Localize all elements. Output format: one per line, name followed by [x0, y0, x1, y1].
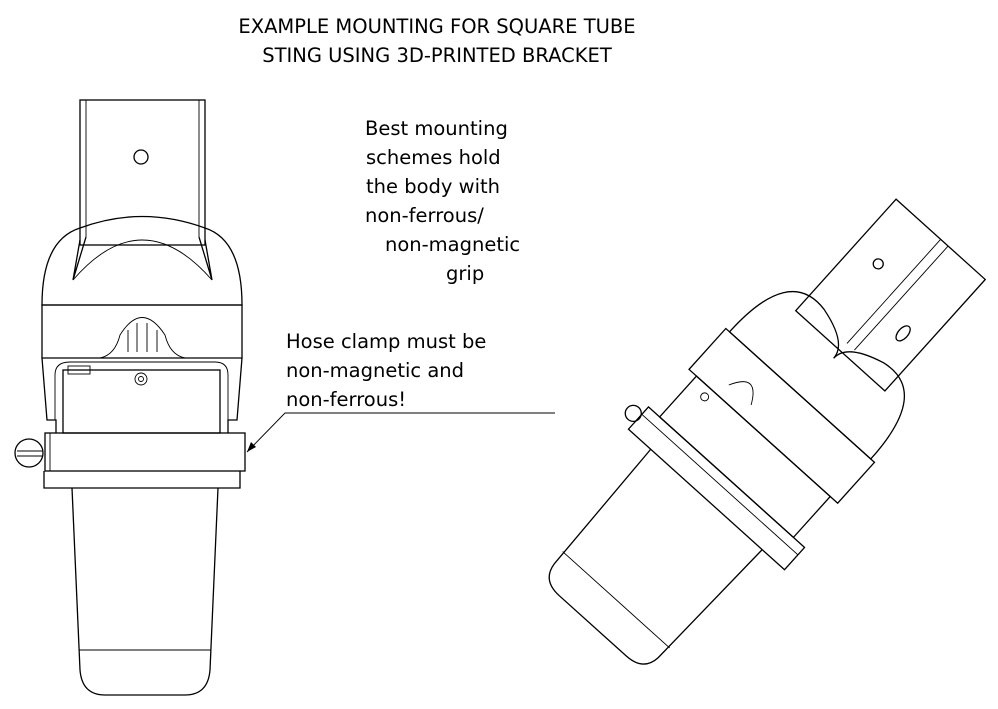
grip-note-line: grip [446, 262, 485, 285]
title-line-1: EXAMPLE MOUNTING FOR SQUARE TUBE [238, 15, 636, 38]
square-tube-sting [72, 99, 213, 281]
grip-note-line: Best mounting [365, 117, 508, 140]
probe-body-lower [43, 471, 241, 696]
clamp-leader-arrow [246, 412, 555, 453]
front-view-assembly [14, 99, 246, 696]
iso-probe-body-lower [548, 448, 763, 665]
iso-square-tube [794, 198, 987, 392]
iso-bracket-body [658, 290, 905, 539]
bracket-body [41, 215, 243, 434]
sting-hole [133, 149, 149, 165]
iso-hose-clamp [624, 404, 806, 571]
clamp-screw [14, 438, 44, 468]
clamp-note-line: non-magnetic and [286, 359, 465, 382]
clamp-note-line: Hose clamp must be [286, 330, 487, 353]
body-screw [134, 372, 148, 386]
grip-note-line: the body with [366, 175, 500, 198]
title-line-2: STING USING 3D-PRINTED BRACKET [262, 44, 612, 67]
grip-note-line: non-ferrous/ [365, 204, 484, 227]
hose-clamp [14, 432, 246, 472]
grip-note-line: non-magnetic [385, 233, 521, 256]
isometric-view-assembly [548, 198, 987, 665]
clamp-note-line: non-ferrous! [286, 388, 407, 411]
grip-note-line: schemes hold [366, 146, 501, 169]
